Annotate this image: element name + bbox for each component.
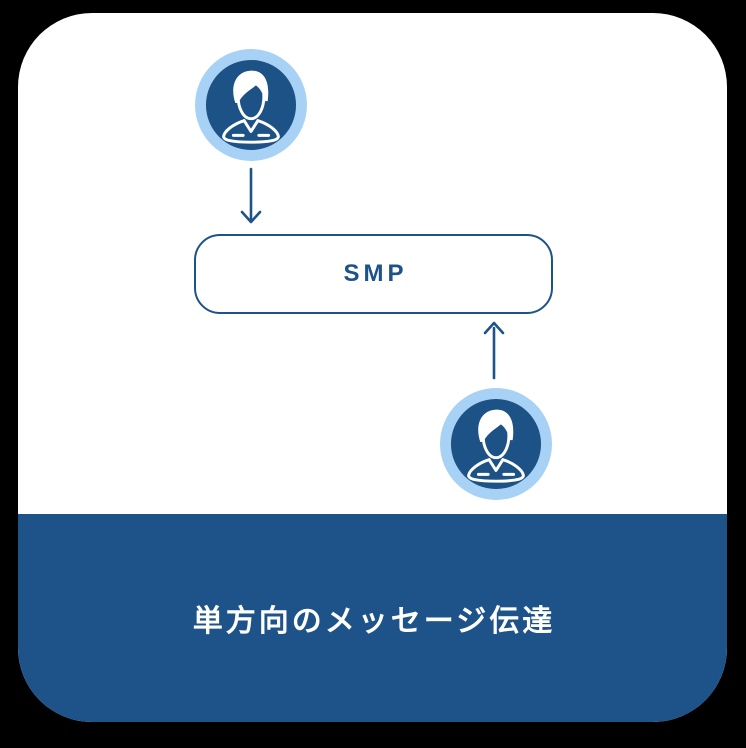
arrow-down-icon	[240, 167, 262, 224]
receiver-avatar	[440, 388, 552, 500]
smp-label: SMP	[343, 260, 408, 287]
person-icon	[205, 59, 297, 151]
person-icon	[450, 398, 542, 490]
diagram-card: SMP 単方向のメッセージ伝達	[18, 13, 727, 722]
smp-box: SMP	[194, 234, 553, 314]
caption-text: 単方向のメッセージ伝達	[192, 605, 556, 638]
sender-avatar	[195, 49, 307, 161]
arrow-up-icon	[483, 321, 505, 380]
caption-band: 単方向のメッセージ伝達	[18, 514, 727, 722]
